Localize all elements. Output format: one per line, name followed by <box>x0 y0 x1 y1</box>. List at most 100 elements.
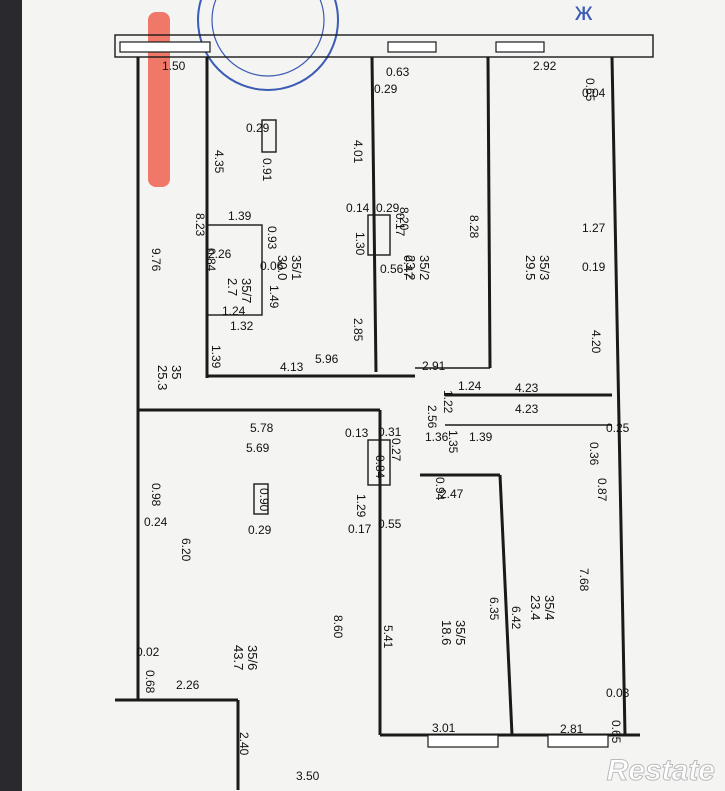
dimension-label: 0.68 <box>143 670 157 694</box>
dimension-label: 8.60 <box>331 615 345 639</box>
dimension-label: 4.13 <box>280 360 304 374</box>
shaft-2 <box>367 439 391 486</box>
dimension-label: 1.24 <box>458 379 482 393</box>
dimension-label: 0.13 <box>345 426 369 440</box>
dimension-label: 3.50 <box>296 769 320 783</box>
dimension-label: 0.14 <box>346 201 370 215</box>
dimension-label: 1.36 <box>425 430 449 444</box>
dimension-label: 3.01 <box>432 721 456 735</box>
dimension-label: 2.56 <box>425 405 439 429</box>
dimension-label: 5.69 <box>246 441 270 455</box>
dimension-label: 0.04 <box>582 86 606 100</box>
right-wall <box>610 56 627 736</box>
dimension-label: 2.26 <box>208 247 232 261</box>
dimension-label: 4.35 <box>212 150 226 174</box>
dimension-label: 0.06 <box>260 259 284 273</box>
dimension-label: 4.23 <box>515 402 539 416</box>
dimension-label: 0.31 <box>378 425 402 439</box>
dimension-label: 1.30 <box>353 232 367 256</box>
handwritten-mark: ж <box>575 0 593 26</box>
left-shadow <box>0 0 22 791</box>
dimension-label: 4.20 <box>589 330 603 354</box>
dimension-label: 4.01 <box>351 140 365 164</box>
dimension-label: 0.55 <box>378 517 402 531</box>
dimension-label: 0.47 <box>401 255 415 279</box>
dimension-label: 0.65 <box>583 78 597 102</box>
room-labels: 35/130.0 35/223.2 35/329.5 35/423.4 35/5… <box>155 255 557 670</box>
room-label-35-7: 35/72.7 <box>225 278 254 303</box>
partition-j <box>498 474 514 736</box>
dimension-label: 0.87 <box>595 478 609 502</box>
dimension-label: 0.98 <box>149 483 163 507</box>
window-top-2 <box>387 41 437 53</box>
shaft-1 <box>367 214 391 256</box>
marker-stripe <box>148 12 170 187</box>
dimension-label: 0.29 <box>374 82 398 96</box>
dimension-label: 1.24 <box>222 304 246 318</box>
dimension-label: 2.47 <box>440 487 464 501</box>
dimension-label: 6.42 <box>509 606 523 630</box>
dimension-label: 0.25 <box>606 421 630 435</box>
column-2 <box>253 483 269 515</box>
dimension-label: 1.35 <box>446 430 460 454</box>
dimension-label: 0.63 <box>386 65 410 79</box>
dimension-label: 0.29 <box>246 121 270 135</box>
dimension-label: 1.39 <box>209 345 223 369</box>
dimension-label: 1.27 <box>582 221 606 235</box>
dimension-label: 1.50 <box>162 59 186 73</box>
room-label-35-6: 35/643.7 <box>231 645 260 670</box>
dimension-label: 5.78 <box>250 421 274 435</box>
dimension-label: 2.91 <box>422 359 446 373</box>
dimension-label: 2.26 <box>176 678 200 692</box>
room-35-7-outline <box>206 224 263 316</box>
dimension-label: 1.22 <box>441 390 455 414</box>
room-label-35-4: 35/423.4 <box>528 595 557 620</box>
dimension-label: 1.32 <box>230 319 254 333</box>
dimension-label: 1.29 <box>354 494 368 518</box>
window-top-1 <box>119 41 211 53</box>
window-top-3 <box>495 41 545 53</box>
dimension-label: 0.36 <box>587 442 601 466</box>
dimension-label: 0.84 <box>373 455 387 479</box>
room-label-35-3: 35/329.5 <box>523 255 552 280</box>
dimension-label: 4.23 <box>515 381 539 395</box>
dimension-label: 0.17 <box>393 213 407 237</box>
room-label-35: 3525.3 <box>155 365 184 390</box>
dimension-label: 0.84 <box>204 248 218 272</box>
dimension-label: 0.29 <box>376 201 400 215</box>
dimension-label: 6.35 <box>487 597 501 621</box>
watermark-brand: Restate <box>607 754 715 787</box>
window-bottom-1 <box>427 734 499 748</box>
dimension-label: 2.40 <box>237 732 251 756</box>
dimension-label: 2.85 <box>351 318 365 342</box>
dimension-label: 5.41 <box>381 625 395 649</box>
dimension-label: 1.49 <box>267 285 281 309</box>
dimension-label: 7.68 <box>577 568 591 592</box>
dimension-label: 9.76 <box>149 248 163 272</box>
dimension-label: 6.20 <box>179 538 193 562</box>
top-wall <box>114 34 654 58</box>
dimension-label: 1.39 <box>469 430 493 444</box>
room-label-35-5: 35/518.6 <box>439 620 468 645</box>
dimension-label: 8.20 <box>397 207 411 231</box>
column-1 <box>261 119 277 153</box>
dimension-label: 8.28 <box>467 215 481 239</box>
room-label-35-2: 35/223.2 <box>403 255 432 280</box>
dimension-label: 0.56 <box>380 262 404 276</box>
room-label-35-1: 35/130.0 <box>275 255 304 280</box>
dimension-label: 2.92 <box>533 59 557 73</box>
dimension-label: 8.23 <box>193 213 207 237</box>
dimension-label: 0.24 <box>144 515 168 529</box>
dimension-label: 0.65 <box>609 720 623 744</box>
stamp-seal <box>197 0 339 91</box>
partition-c <box>486 56 492 369</box>
dimension-label: 0.19 <box>582 260 606 274</box>
dimension-label: 0.03 <box>606 686 630 700</box>
dimension-label: 0.93 <box>265 226 279 250</box>
dimension-label: 0.02 <box>136 645 160 659</box>
dimension-label: 2.81 <box>560 722 584 736</box>
dimension-label: 0.94 <box>433 477 447 501</box>
